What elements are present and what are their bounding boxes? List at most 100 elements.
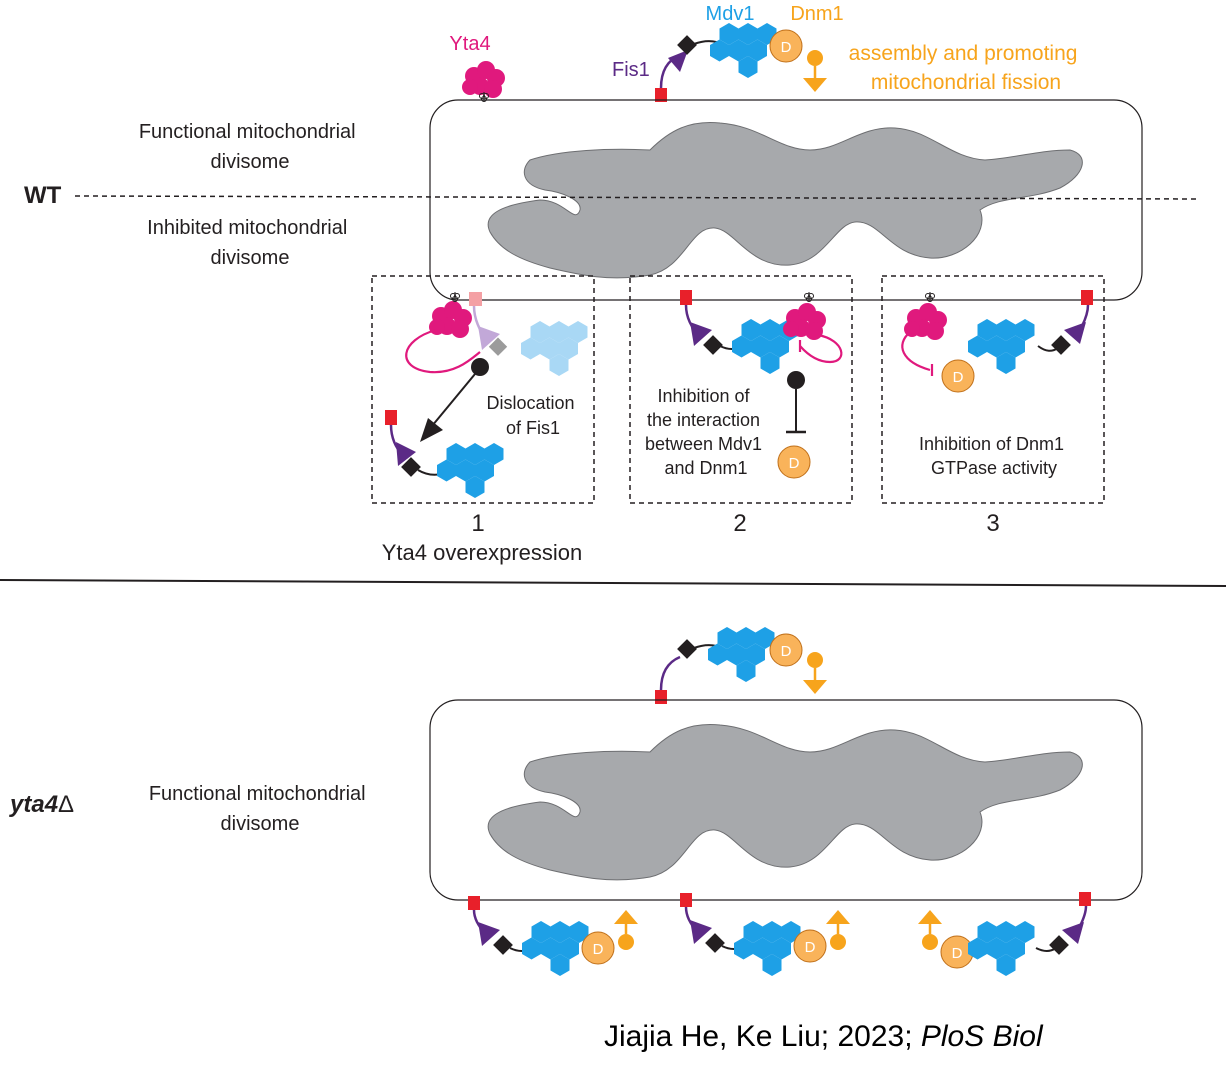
- mdv1-hexamer-icon: [437, 443, 504, 498]
- adaptor-square-faded-icon: [488, 337, 508, 356]
- mechanism-3-label: Inhibition of Dnm1 GTPase activity: [919, 434, 1069, 478]
- mechanism-3-number: 3: [986, 510, 999, 537]
- assembly-note: assembly and promoting mitochondrial fis…: [849, 42, 1084, 94]
- mutant-panel: yta4Δ Functional mitochondrial divisome …: [9, 627, 1143, 976]
- gtpase-arrow-icon: [803, 680, 827, 694]
- mutant-bottom-complex-3: D: [918, 892, 1091, 976]
- mitochondrion-matrix-shape: [487, 121, 1083, 279]
- dnm1-glyph: D: [781, 39, 792, 56]
- mdv1-hexamer-faded-icon: [521, 321, 588, 376]
- mdv1-hexamer-icon: [968, 921, 1035, 976]
- fis1-anchor-icon: [1079, 892, 1091, 906]
- adaptor-square-icon: [401, 457, 421, 477]
- dnm1-glyph: D: [952, 945, 963, 962]
- mitochondrion-membrane: [429, 699, 1143, 901]
- mechanism-1-subtitle: Yta4 overexpression: [382, 540, 583, 565]
- mechanism-3: D Inhibition of Dnm1 GTPase activity 3: [881, 275, 1105, 537]
- fis1-linker: [659, 655, 681, 691]
- adaptor-square-icon: [1051, 335, 1071, 355]
- gtpase-ball-icon: [807, 652, 823, 668]
- yta4-label: Yta4: [449, 33, 490, 55]
- mitochondrion-membrane: [429, 99, 1143, 301]
- fis1-anchor-icon: [468, 896, 480, 910]
- gtpase-arrow-icon: [826, 910, 850, 924]
- gtpase-arrow-icon: [803, 78, 827, 92]
- adaptor-square-icon: [703, 335, 723, 355]
- dnm1-label: Dnm1: [790, 3, 843, 25]
- adaptor-square-icon: [677, 639, 697, 659]
- wt-panel: Yta4 Fis1 Mdv1 D Dnm1 assembly and promo…: [24, 3, 1201, 565]
- yta4-protein-icon: [462, 61, 505, 103]
- mdv1-label: Mdv1: [706, 3, 755, 25]
- fis1-anchor-icon: [655, 88, 667, 102]
- fis1-linker: [1080, 304, 1090, 327]
- mechanism-2-box: [629, 275, 853, 504]
- dnm1-circle-icon: [941, 359, 975, 393]
- dislocation-ball-icon: [471, 358, 489, 376]
- fis1-linker: [1078, 905, 1088, 927]
- mitochondrion-matrix-shape: [487, 723, 1083, 881]
- gtpase-ball-icon: [830, 934, 846, 950]
- fis1-triangle-icon: [1062, 922, 1084, 944]
- fis1-anchor-icon: [655, 690, 667, 704]
- fis1-anchor-icon: [1081, 290, 1093, 305]
- wt-inhibited-label: Inhibited mitochondrial divisome: [147, 217, 353, 269]
- fis1-triangle-icon: [690, 322, 712, 346]
- gtpase-arrow-icon: [614, 910, 638, 924]
- fis1-triangle-icon: [1064, 322, 1086, 344]
- dnm1-glyph: D: [953, 369, 964, 386]
- yta4-protein-icon: [783, 291, 826, 340]
- mechanism-2-label: Inhibition of the interaction between Md…: [645, 386, 767, 478]
- dnm1-glyph: D: [789, 455, 800, 472]
- wt-functional-label: Functional mitochondrial divisome: [139, 121, 361, 173]
- dnm1-glyph: D: [593, 941, 604, 958]
- yta4-inhibition-loop: [799, 333, 843, 364]
- mechanism-3-box: [881, 275, 1105, 504]
- dnm1-glyph: D: [805, 939, 816, 956]
- wt-divider-dashed: [74, 195, 1201, 200]
- fis1-anchor-icon: [680, 893, 692, 907]
- mechanism-2-number: 2: [733, 510, 746, 537]
- mdv1-hexamer-icon: [522, 921, 589, 976]
- dislocation-arrow-head-icon: [420, 418, 443, 442]
- fis1-anchor-icon: [385, 410, 397, 425]
- mutant-genotype-label: yta4Δ: [9, 791, 74, 818]
- fis1-anchor-icon: [680, 290, 692, 305]
- dnm1-glyph: D: [781, 643, 792, 660]
- adaptor-square-icon: [705, 933, 725, 953]
- mechanism-1-box: [371, 275, 595, 504]
- dnm1-circle-icon: [581, 931, 615, 965]
- mdv1-hexamer-icon: [710, 23, 777, 78]
- citation: Jiajia He, Ke Liu; 2023; PloS Biol: [604, 1020, 1044, 1053]
- mechanism-1: Dislocation of Fis1 1 Yta4 overexpressio…: [371, 275, 595, 565]
- mutant-top-complex: D: [655, 627, 827, 704]
- inhibitor-ball-icon: [787, 371, 805, 389]
- mechanism-2: D Inhibition of the interaction between …: [629, 275, 853, 537]
- dnm1-circle-icon: [769, 633, 803, 667]
- top-fission-complex: Yta4 Fis1 Mdv1 D Dnm1 assembly and promo…: [449, 3, 1084, 103]
- dnm1-circle-icon: [769, 29, 803, 63]
- fis1-anchor-faded-icon: [469, 292, 482, 306]
- adaptor-square-icon: [677, 35, 697, 55]
- mdv1-hexamer-icon: [708, 627, 775, 682]
- yta4-binding-loop: [405, 328, 481, 374]
- dnm1-circle-icon: [793, 929, 827, 963]
- mutant-functional-label: Functional mitochondrial divisome: [149, 783, 371, 835]
- fis1-label: Fis1: [612, 59, 650, 81]
- mdv1-hexamer-icon: [968, 319, 1035, 374]
- adaptor-square-icon: [1049, 935, 1069, 955]
- mutant-bottom-complex-1: D: [468, 896, 638, 976]
- fis1-triangle-faded-icon: [478, 326, 500, 350]
- gtpase-ball-icon: [618, 934, 634, 950]
- panel-divider: [0, 579, 1226, 587]
- gtpase-ball-icon: [922, 934, 938, 950]
- mechanism-1-label: Dislocation of Fis1: [486, 393, 579, 438]
- gtpase-ball-icon: [807, 50, 823, 66]
- adaptor-square-icon: [493, 935, 513, 955]
- fis1-triangle-icon: [478, 922, 500, 946]
- dislocation-arrow-line: [431, 373, 476, 427]
- mutant-bottom-complex-2: D: [680, 893, 850, 976]
- yta4-inhibition-loop: [901, 331, 931, 372]
- fis1-triangle-icon: [396, 442, 416, 466]
